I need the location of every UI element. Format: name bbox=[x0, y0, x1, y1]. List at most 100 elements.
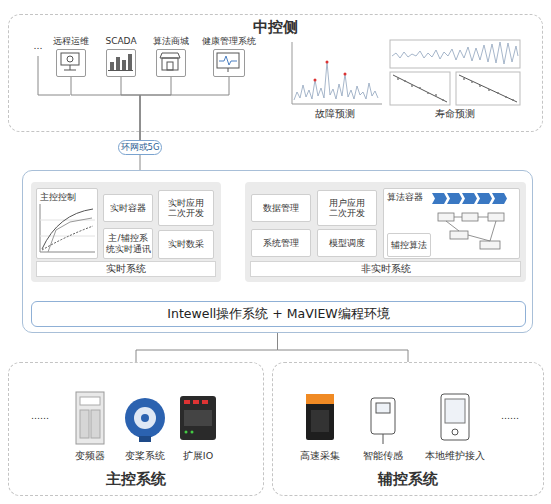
io-module bbox=[184, 400, 190, 404]
bus-wire bbox=[38, 56, 70, 95]
node-text: 辅控系统 bbox=[273, 470, 543, 489]
device-label: 智能传感 bbox=[358, 450, 408, 463]
node-text: 辅控算法 bbox=[391, 240, 427, 251]
node-text: 实时系统 bbox=[36, 261, 216, 277]
function-box: 用户应用二次开发 bbox=[317, 190, 377, 226]
health-icon bbox=[217, 53, 239, 72]
maintenance-terminal bbox=[445, 399, 465, 423]
system-panel: 主控控制实时容器实时应用二次开发主/辅控系统实时通讯实时数采实时系统 bbox=[31, 182, 221, 282]
node-text: 环网或5G bbox=[121, 142, 160, 154]
chart-caption: 故障预测 bbox=[305, 108, 365, 121]
node-text: 主控系统 bbox=[9, 470, 263, 489]
algorithm-flow bbox=[432, 193, 447, 204]
network-pill: 环网或5G bbox=[118, 140, 162, 155]
chart-caption: 寿命预测 bbox=[425, 108, 485, 121]
control-chart bbox=[42, 209, 93, 249]
fault-chart bbox=[292, 42, 382, 104]
algorithm-flow bbox=[468, 235, 490, 241]
function-box: 实时应用二次开发 bbox=[158, 190, 214, 226]
bus-wire bbox=[38, 56, 39, 95]
algorithm-flow bbox=[432, 193, 507, 204]
life-chart bbox=[497, 92, 499, 94]
node-text: 算法容器 bbox=[387, 191, 423, 204]
algorithm-flow bbox=[438, 213, 504, 249]
life-chart bbox=[463, 78, 465, 80]
health-icon bbox=[217, 53, 239, 68]
life-chart bbox=[512, 99, 514, 101]
device-label: 变频器 bbox=[65, 450, 115, 463]
algorithm-flow bbox=[492, 193, 507, 204]
life-chart bbox=[393, 75, 447, 102]
remote-icon bbox=[61, 53, 79, 70]
io-module bbox=[185, 431, 188, 434]
control-chart bbox=[40, 236, 95, 237]
algorithm-flow bbox=[462, 213, 478, 221]
life-chart bbox=[435, 94, 437, 96]
life-chart bbox=[505, 96, 507, 98]
function-box: 主控控制 bbox=[36, 188, 98, 259]
connector-line bbox=[136, 333, 278, 362]
os-bar: Intewell操作系统 + MaVIEW编程环境 bbox=[31, 301, 526, 327]
life-chart bbox=[488, 89, 490, 91]
node-text: 实时容器 bbox=[110, 203, 146, 214]
algorithm-flow bbox=[490, 221, 496, 241]
maintenance-terminal bbox=[452, 429, 458, 435]
app-icon-box: SCADA bbox=[106, 49, 136, 77]
algorithm-flow bbox=[480, 241, 500, 249]
device-label: 本地维护接入 bbox=[423, 450, 487, 463]
node-text: 模型调度 bbox=[329, 238, 365, 249]
scada-icon bbox=[116, 57, 120, 70]
life-chart bbox=[390, 40, 520, 68]
control-chart bbox=[40, 204, 95, 252]
node-text: SCADA bbox=[81, 36, 161, 47]
device-label: 变桨系统 bbox=[120, 450, 170, 463]
life-chart bbox=[442, 99, 444, 101]
maintenance-terminal bbox=[441, 394, 469, 440]
group-box: 辅控系统 bbox=[272, 362, 544, 496]
platform-box: 主控控制实时容器实时应用二次开发主/辅控系统实时通讯实时数采实时系统数据管理用户… bbox=[22, 170, 533, 333]
algorithm-flow bbox=[462, 193, 477, 204]
life-chart bbox=[479, 85, 481, 87]
life-chart bbox=[411, 85, 413, 87]
health-icon bbox=[228, 68, 229, 72]
remote-icon bbox=[64, 70, 76, 71]
scada-icon bbox=[110, 62, 114, 70]
control-chart bbox=[40, 220, 95, 221]
sensor-device bbox=[371, 398, 395, 434]
function-box: 系统管理 bbox=[251, 229, 311, 257]
sensor-device bbox=[371, 398, 395, 444]
scada-icon bbox=[128, 54, 132, 70]
function-box: 辅控算法 算法容器 bbox=[383, 188, 520, 259]
remote-icon bbox=[67, 56, 73, 62]
io-module bbox=[180, 396, 216, 440]
control-chart bbox=[48, 218, 92, 252]
connector-line bbox=[140, 77, 229, 140]
app-icon-box: 算法商城 bbox=[156, 49, 186, 77]
fault-chart bbox=[314, 79, 317, 82]
control-chart bbox=[40, 204, 41, 252]
inverter-device bbox=[80, 410, 89, 438]
io-module bbox=[180, 396, 216, 440]
device-label: 高速采集 bbox=[295, 450, 345, 463]
algorithm-flow bbox=[446, 221, 459, 231]
life-chart bbox=[471, 81, 473, 83]
pitch-device bbox=[125, 398, 165, 438]
store-icon bbox=[162, 58, 178, 70]
remote-icon bbox=[61, 53, 79, 65]
remote-icon bbox=[70, 65, 71, 70]
pitch-device bbox=[139, 436, 151, 442]
function-box: 主/辅控系统实时通讯 bbox=[103, 228, 153, 259]
fault-chart bbox=[344, 73, 347, 76]
algorithm-flow bbox=[477, 193, 492, 204]
life-chart bbox=[397, 78, 444, 101]
life-chart bbox=[390, 40, 520, 105]
maintenance-terminal bbox=[441, 394, 469, 440]
function-box: 实时容器 bbox=[103, 194, 153, 222]
algorithm-flow bbox=[478, 217, 488, 218]
io-module bbox=[202, 400, 208, 404]
store-icon bbox=[167, 62, 173, 70]
node-text: 主/辅控系统实时通讯 bbox=[105, 233, 151, 254]
algorithm-flow bbox=[488, 213, 504, 221]
